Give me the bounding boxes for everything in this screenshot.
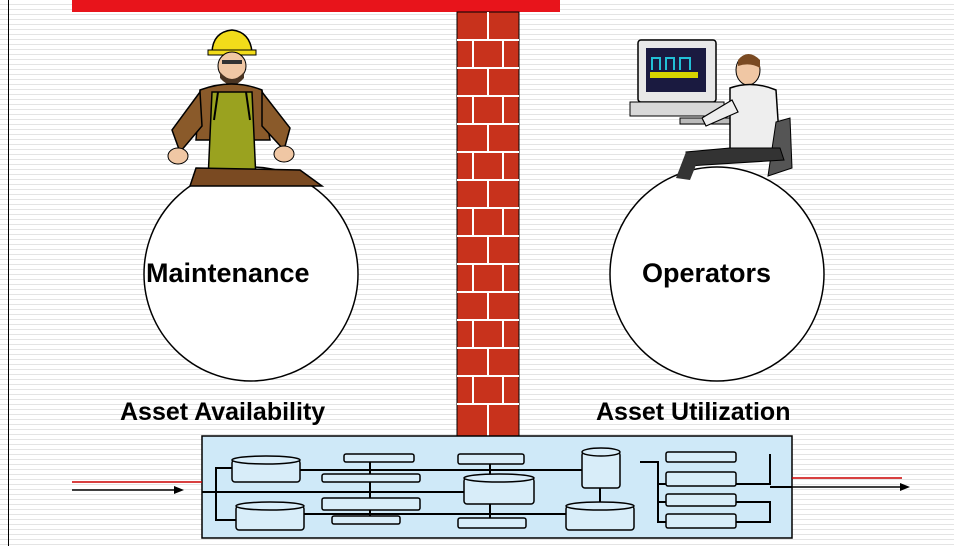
- asset-utilization-label: Asset Utilization: [596, 398, 791, 426]
- process-flow-diagram-icon: [72, 435, 910, 539]
- operators-label: Operators: [642, 258, 772, 288]
- computer-operator-icon: [629, 39, 793, 180]
- slide-frame-left: [8, 0, 9, 546]
- brick-wall-icon: [456, 11, 520, 441]
- maintenance-label: Maintenance: [146, 258, 310, 288]
- maintenance-worker-icon: [167, 29, 325, 187]
- asset-availability-label: Asset Availability: [120, 398, 326, 426]
- operators-circle: [609, 166, 825, 382]
- title-accent-bar: [72, 0, 560, 12]
